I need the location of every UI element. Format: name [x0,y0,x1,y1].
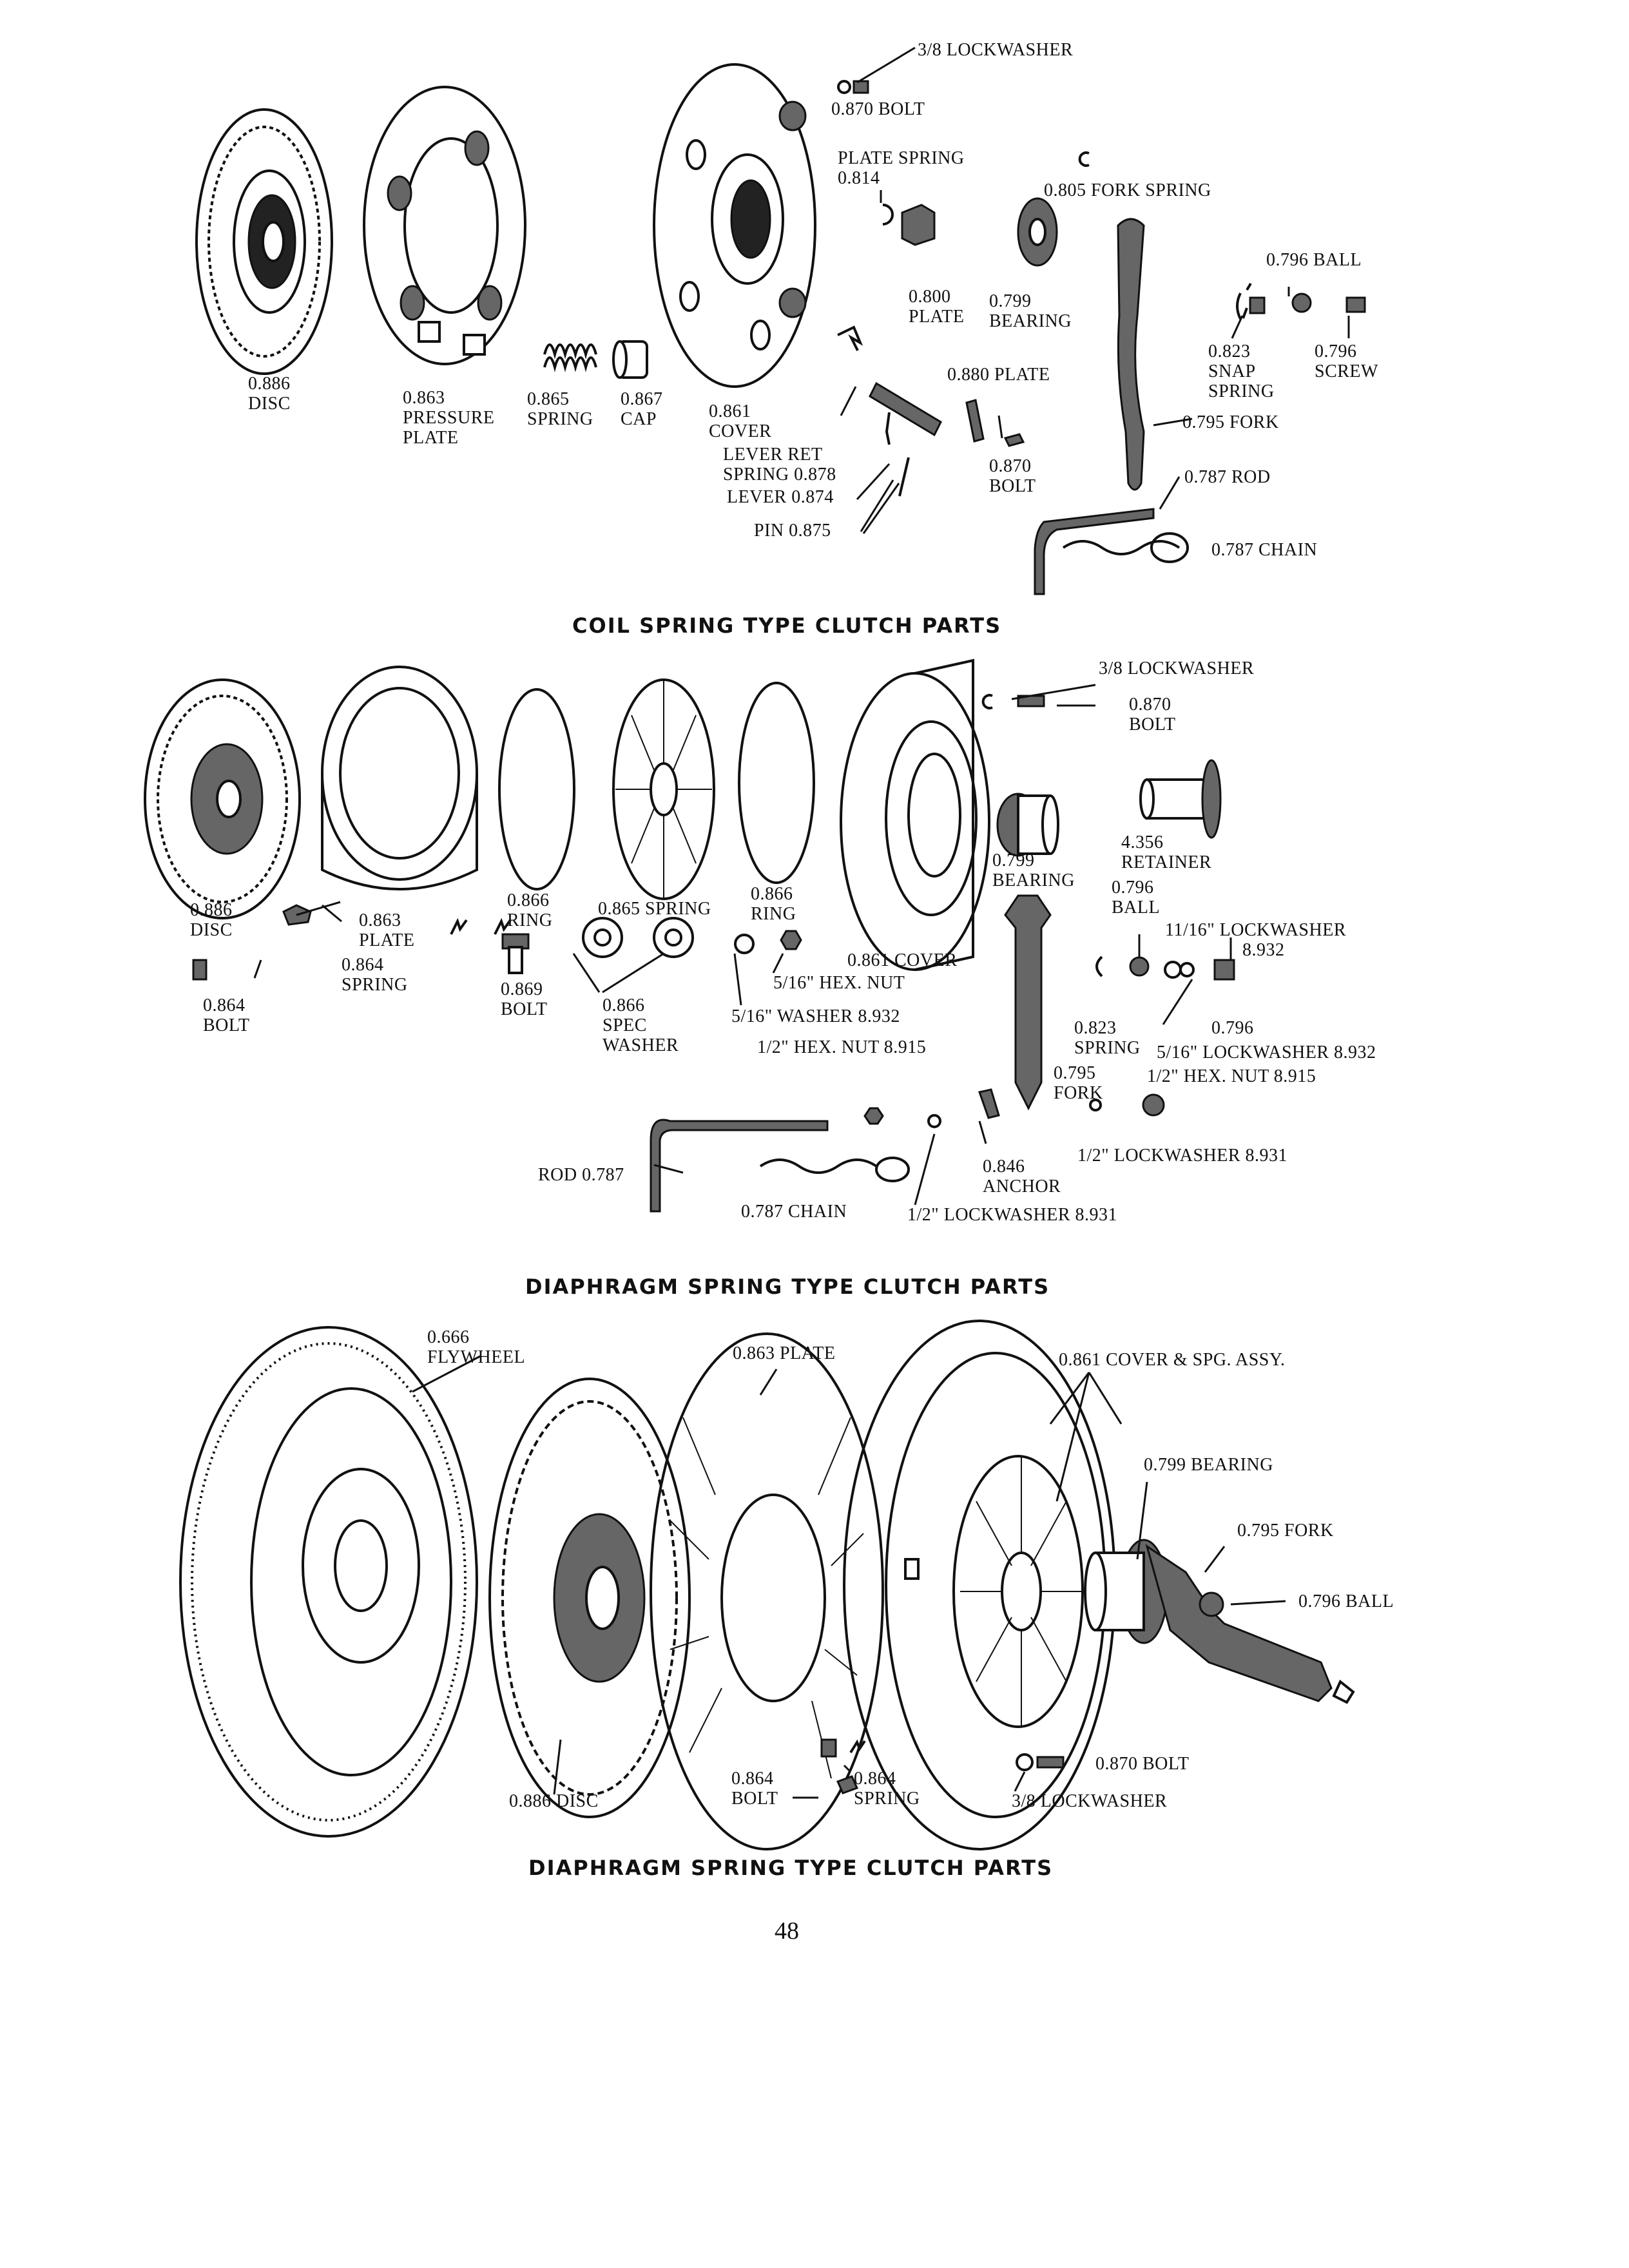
page-number: 48 [775,1917,799,1945]
label-0795-fork-3: 0.795 FORK [1237,1521,1334,1541]
label-0787-rod: 0.787 ROD [1184,467,1271,487]
label-0799-bearing-3: 0.799 BEARING [1144,1455,1273,1475]
bearing-fork-ball-assembly-part [820,1539,1355,1794]
plate-0863-diaphragm-part [282,666,478,935]
label-0870-bolt: 0.870 BOLT [831,99,925,119]
disc-0886-assembly-part [488,1378,691,1818]
label-rod-0787: ROD 0.787 [538,1165,624,1185]
ring-0866-left-part [498,688,575,890]
label-0886-disc-3: 0.886 DISC [509,1791,599,1811]
label-0805-fork-spring: 0.805 FORK SPRING [1044,180,1211,200]
label-0880-plate: 0.880 PLATE [947,365,1050,385]
section-title-diaphragm-1: DIAPHRAGM SPRING TYPE CLUTCH PARTS [525,1274,1050,1299]
cover-0861-assembly-part [843,1320,1116,1850]
assembly-leader-lines [412,1355,1286,1799]
label-38-lockwasher-2: 3/8 LOCKWASHER [1099,658,1255,678]
ring-0866-right-part [738,682,815,884]
label-12-hex-nut-right: 1/2" HEX. NUT 8.915 [1147,1066,1316,1086]
label-0870-bolt-3: 0.870 BOLT [1095,1754,1190,1774]
label-0861-cover-2: 0.861 COVER [847,950,958,970]
disc-0886-part [195,108,333,375]
pressure-plate-0863-part [363,86,526,365]
spring-0865-part [543,343,597,372]
label-38-lockwasher: 3/8 LOCKWASHER [918,40,1074,60]
diaphragm-leader-lines [253,684,1232,1206]
label-0796-2: 0.796 [1211,1018,1254,1038]
label-516-washer: 5/16" WASHER 8.932 [731,1006,900,1026]
section-title-diaphragm-2: DIAPHRAGM SPRING TYPE CLUTCH PARTS [528,1856,1054,1880]
label-0861-cover-spg-assy: 0.861 COVER & SPG. ASSY. [1059,1350,1286,1370]
label-pin-0875: PIN 0.875 [754,521,831,541]
spring-0865-diaphragm-part [612,678,715,900]
label-0865-spring-2: 0.865 SPRING [598,899,711,919]
label-0796-ball-3: 0.796 BALL [1298,1591,1394,1611]
label-38-lockwasher-3: 3/8 LOCKWASHER [1012,1791,1168,1811]
disc-0886-diaphragm-part [144,678,301,919]
diaphragm-small-parts [192,694,1235,1213]
coil-small-parts [837,80,1366,595]
cover-0861-diaphragm-part [840,658,990,971]
label-0787-chain-2: 0.787 CHAIN [741,1202,847,1222]
plate-0863-assembly-part [650,1332,884,1850]
flywheel-0666-part [179,1326,478,1838]
label-12-hex-nut-left: 1/2" HEX. NUT 8.915 [757,1037,927,1057]
label-0796-ball: 0.796 BALL [1266,250,1362,270]
label-12-lockwasher-right: 1/2" LOCKWASHER 8.931 [1077,1146,1288,1166]
label-lever-0874: LEVER 0.874 [727,487,834,507]
label-0863-plate-3: 0.863 PLATE [733,1343,836,1363]
label-0795-fork: 0.795 FORK [1182,412,1279,432]
label-12-lockwasher-bottom: 1/2" LOCKWASHER 8.931 [907,1205,1118,1225]
section-title-coil-spring: COIL SPRING TYPE CLUTCH PARTS [572,613,1002,638]
label-516-lockwasher: 5/16" LOCKWASHER 8.932 [1157,1043,1376,1062]
label-516-hex-nut: 5/16" HEX. NUT [773,973,905,993]
cover-0861-part [653,63,816,388]
cap-0867-part [612,340,648,379]
label-0787-chain: 0.787 CHAIN [1211,540,1318,560]
coil-leader-lines [840,46,1350,534]
